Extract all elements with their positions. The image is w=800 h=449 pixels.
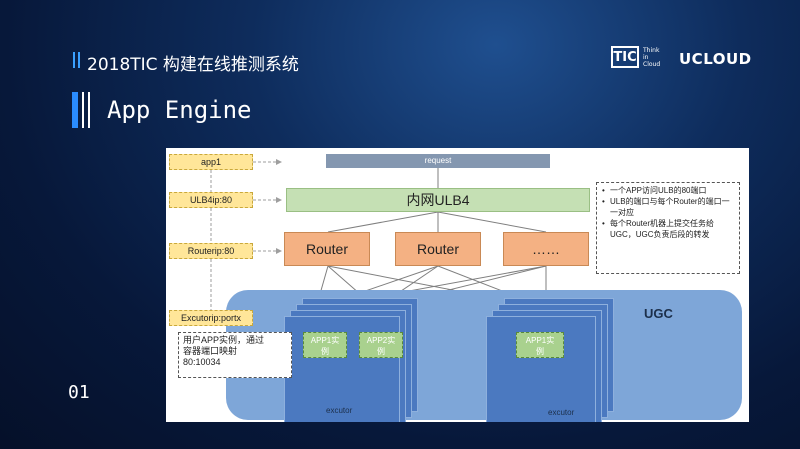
app-instance-box: APP1实例 xyxy=(303,332,347,358)
router-box: Router xyxy=(395,232,481,266)
app-instance-box: APP2实例 xyxy=(359,332,403,358)
tic-logo-mark: TIC xyxy=(611,46,639,68)
title-accent-bars xyxy=(72,92,94,128)
header-title: 2018TIC 构建在线推测系统 xyxy=(87,55,299,75)
note-item: 每个Router机器上提交任务给UGC，UGC负责后段的转发 xyxy=(601,218,736,240)
note-item: ULB的端口与每个Router的端口一一对应 xyxy=(601,196,736,218)
user-app-note: 用户APP实例，通过 容器端口映射 80:10034 xyxy=(178,332,292,378)
left-label-routerip: Routerip:80 xyxy=(169,243,253,259)
architecture-diagram: request 内网ULB4 Router Router …… UGC excu… xyxy=(166,148,749,422)
left-label-app1: app1 xyxy=(169,154,253,170)
notes-box: 一个APP访问ULB的80端口 ULB的端口与每个Router的端口一一对应 每… xyxy=(596,182,740,274)
ucloud-logo: UCLOUD xyxy=(679,50,752,68)
left-label-ulb4ip: ULB4ip:80 xyxy=(169,192,253,208)
excutor-label: excutor xyxy=(548,408,575,417)
request-box: request xyxy=(326,154,550,168)
header-bars-icon xyxy=(73,52,81,68)
router-box: Router xyxy=(284,232,370,266)
app-instance-box: APP1实例 xyxy=(516,332,564,358)
slide-number: 01 xyxy=(68,382,90,403)
router-box-more: …… xyxy=(503,232,589,266)
tic-logo-subtitle: Think in Cloud xyxy=(643,46,661,68)
note-item: 一个APP访问ULB的80端口 xyxy=(601,185,736,196)
page-title: App Engine xyxy=(107,96,252,124)
ulb4-box: 内网ULB4 xyxy=(286,188,590,212)
ugc-label: UGC xyxy=(644,306,673,321)
excutor-label: excutor xyxy=(326,406,353,415)
tic-logo: TIC Think in Cloud xyxy=(611,46,675,68)
left-label-excutorip: Excutorip:portx xyxy=(169,310,253,326)
